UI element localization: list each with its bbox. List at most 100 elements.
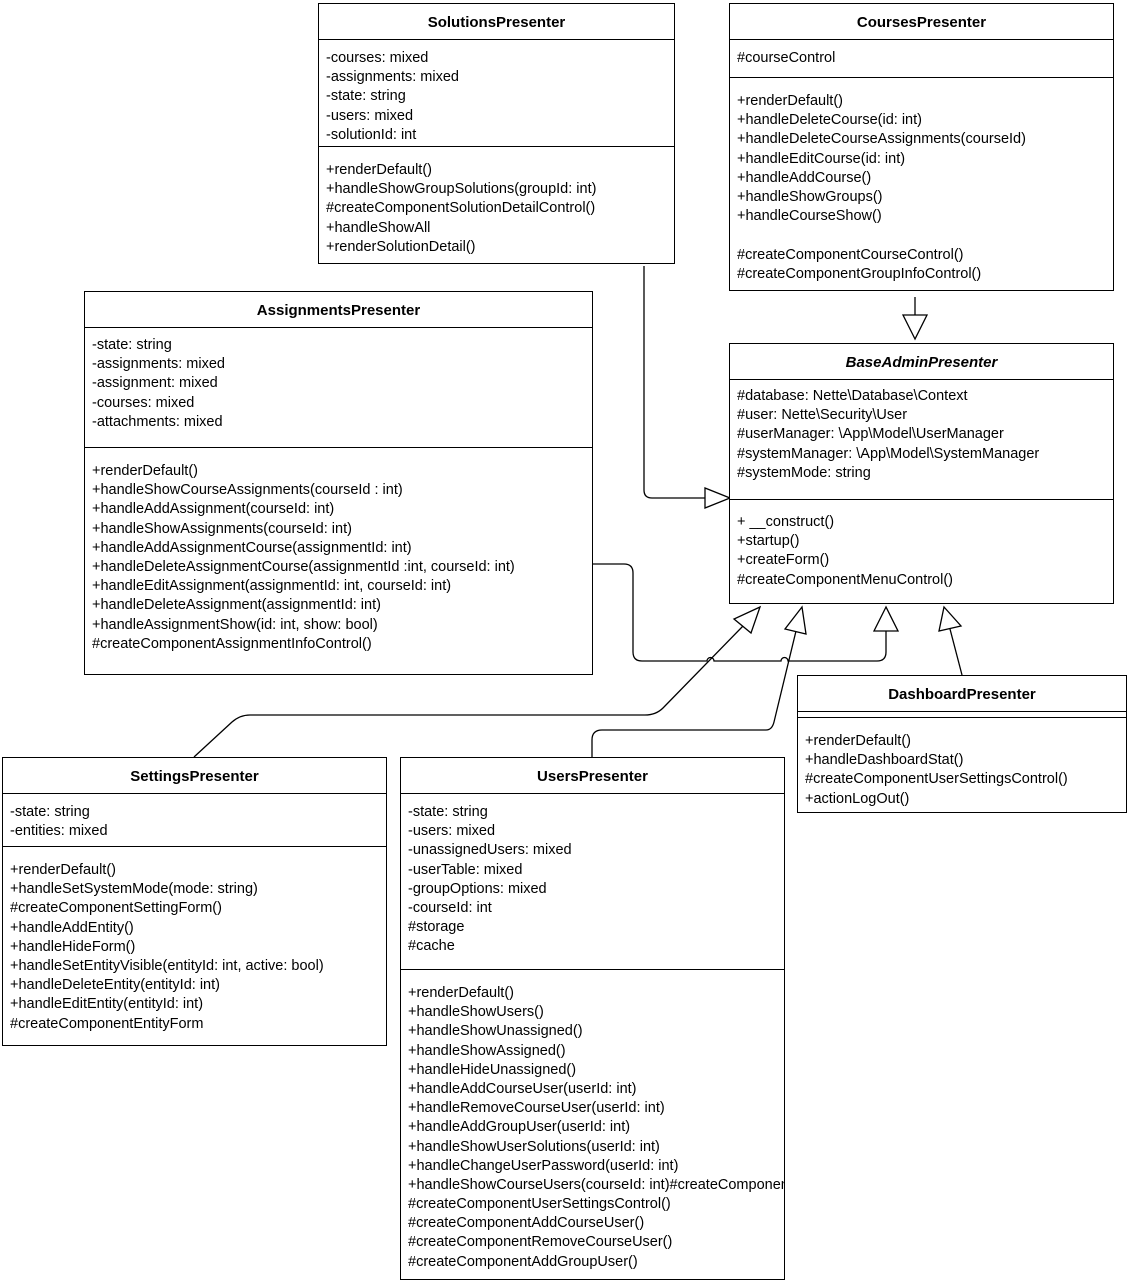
- attribute: #systemMode: string: [737, 464, 871, 481]
- method: +actionLogOut(): [805, 790, 910, 807]
- compartment-divider: [401, 969, 784, 970]
- method: +handleAddCourse(): [737, 169, 872, 186]
- method: +handleShowCourseUsers(courseId: int)#cr…: [408, 1176, 784, 1193]
- edge-dashboard-base: [949, 628, 963, 676]
- attribute: -users: mixed: [408, 823, 496, 840]
- method: +handleChangeUserPassword(userId: int): [408, 1157, 679, 1174]
- generalization-arrowhead: [872, 605, 900, 632]
- method: +handleDeleteCourseAssignments(courseId): [737, 131, 1026, 148]
- attribute: #storage: [408, 919, 465, 936]
- compartment-divider: [730, 39, 1113, 40]
- attribute: #userManager: \App\Model\UserManager: [737, 426, 1004, 443]
- attribute: #database: Nette\Database\Context: [737, 388, 968, 404]
- compartment-divider: [3, 793, 386, 794]
- method: #createComponentAssignmentInfoControl(): [92, 635, 372, 652]
- attribute: #cache: [408, 938, 455, 955]
- method: +handleShowGroups(): [737, 188, 883, 205]
- method: +handleShowUnassigned(): [408, 1023, 583, 1040]
- method: +handleShowUserSolutions(userId: int): [408, 1138, 660, 1155]
- method: +handleSetSystemMode(mode: string): [10, 881, 258, 898]
- method-list: +renderDefault() +handleShowCourseAssign…: [92, 462, 592, 654]
- method: +handleAddGroupUser(userId: int): [408, 1119, 631, 1136]
- class-solutions-presenter: SolutionsPresenter -courses: mixed -assi…: [318, 3, 675, 264]
- method: #createComponentAddCourseUser(): [408, 1215, 645, 1232]
- method: +handleShowAll: [326, 219, 431, 236]
- attribute: -unassignedUsers: mixed: [408, 842, 572, 859]
- attribute-list: -state: string -users: mixed -unassigned…: [408, 803, 784, 957]
- method: #createComponentUserSettingsControl(): [805, 771, 1068, 788]
- class-base-admin-presenter: BaseAdminPresenter #database: Nette\Data…: [729, 343, 1114, 604]
- class-name: UsersPresenter: [537, 768, 648, 785]
- method: +handleAddAssignment(courseId: int): [92, 501, 335, 518]
- method: +handleShowCourseAssignments(courseId : …: [92, 482, 403, 499]
- attribute: -courses: mixed: [326, 50, 429, 66]
- method: +handleAssignmentShow(id: int, show: boo…: [92, 616, 378, 633]
- method: #createComponentSettingForm(): [10, 900, 222, 917]
- compartment-divider: [730, 379, 1113, 380]
- method-list: +renderDefault() +handleShowGroupSolutio…: [326, 161, 674, 257]
- class-name: BaseAdminPresenter: [845, 354, 998, 371]
- attribute-list: #database: Nette\Database\Context #user:…: [737, 387, 1113, 483]
- method-list: +renderDefault() +handleDashboardStat() …: [805, 732, 1126, 809]
- method-list: +renderDefault() +handleSetSystemMode(mo…: [10, 861, 386, 1034]
- method: #createComponentUserSettingsControl(): [408, 1196, 671, 1213]
- attribute: -assignments: mixed: [326, 69, 459, 86]
- edge-assignments-base: [593, 563, 887, 662]
- class-settings-presenter: SettingsPresenter -state: string -entiti…: [2, 757, 387, 1046]
- attribute: -solutionId: int: [326, 126, 417, 143]
- method: +handleRemoveCourseUser(userId: int): [408, 1100, 665, 1117]
- method: +handleDeleteAssignment(assignmentId: in…: [92, 597, 381, 614]
- method: +handleHideForm(): [10, 938, 136, 955]
- compartment-divider: [798, 717, 1126, 718]
- compartment-divider: [730, 77, 1113, 78]
- method: +handleCourseShow(): [737, 208, 882, 225]
- class-name: DashboardPresenter: [888, 686, 1036, 703]
- attribute: -attachments: mixed: [92, 413, 223, 430]
- class-name: SettingsPresenter: [130, 768, 259, 785]
- method: +handleAddCourseUser(userId: int): [408, 1080, 637, 1097]
- generalization-arrowhead: [938, 605, 963, 632]
- edge-solutions-base: [643, 266, 705, 499]
- compartment-divider: [730, 499, 1113, 500]
- method: #createComponentRemoveCourseUser(): [408, 1234, 673, 1251]
- method: #createComponentGroupInfoControl(): [737, 265, 982, 282]
- method-list: +renderDefault() +handleDeleteCourse(id:…: [737, 92, 1113, 284]
- method: +startup(): [737, 533, 800, 550]
- method: +handleShowAssignments(courseId: int): [92, 520, 352, 537]
- attribute: -state: string: [408, 804, 488, 820]
- attribute-list: #courseControl: [737, 49, 1113, 68]
- compartment-divider: [401, 793, 784, 794]
- method: #createComponentSolutionDetailControl(): [326, 200, 596, 217]
- attribute: -state: string: [326, 88, 406, 105]
- attribute-list: -courses: mixed -assignments: mixed -sta…: [326, 49, 674, 145]
- method: +handleHideUnassigned(): [408, 1061, 577, 1078]
- class-name: SolutionsPresenter: [427, 14, 566, 31]
- method: +handleShowGroupSolutions(groupId: int): [326, 181, 597, 198]
- method: #createComponentEntityForm: [10, 1015, 204, 1032]
- method-list: +renderDefault() +handleShowUsers() +han…: [408, 984, 784, 1272]
- method: #createComponentMenuControl(): [737, 571, 953, 588]
- attribute: -users: mixed: [326, 107, 414, 124]
- compartment-divider: [3, 846, 386, 847]
- compartment-divider: [319, 39, 674, 40]
- attribute: -groupOptions: mixed: [408, 880, 547, 897]
- method-list: + __construct() +startup() +createForm()…: [737, 513, 1113, 590]
- attribute: -state: string: [10, 804, 90, 820]
- method: +createForm(): [737, 552, 830, 569]
- method: +handleAddEntity(): [10, 919, 134, 936]
- method-spacer: [737, 226, 1113, 245]
- method: +handleAddAssignmentCourse(assignmentId:…: [92, 539, 412, 556]
- method: +renderDefault(): [10, 862, 116, 878]
- attribute: -userTable: mixed: [408, 861, 523, 878]
- class-name: AssignmentsPresenter: [256, 302, 421, 319]
- method: +handleEditCourse(id: int): [737, 150, 906, 167]
- generalization-arrowhead: [901, 314, 929, 341]
- method: +renderDefault(): [408, 985, 514, 1001]
- attribute: -assignments: mixed: [92, 356, 225, 373]
- method: +renderSolutionDetail(): [326, 238, 476, 255]
- class-name: CoursesPresenter: [856, 14, 987, 31]
- attribute: #systemManager: \App\Model\SystemManager: [737, 445, 1040, 462]
- attribute: -courseId: int: [408, 899, 492, 916]
- method: + __construct(): [737, 514, 835, 530]
